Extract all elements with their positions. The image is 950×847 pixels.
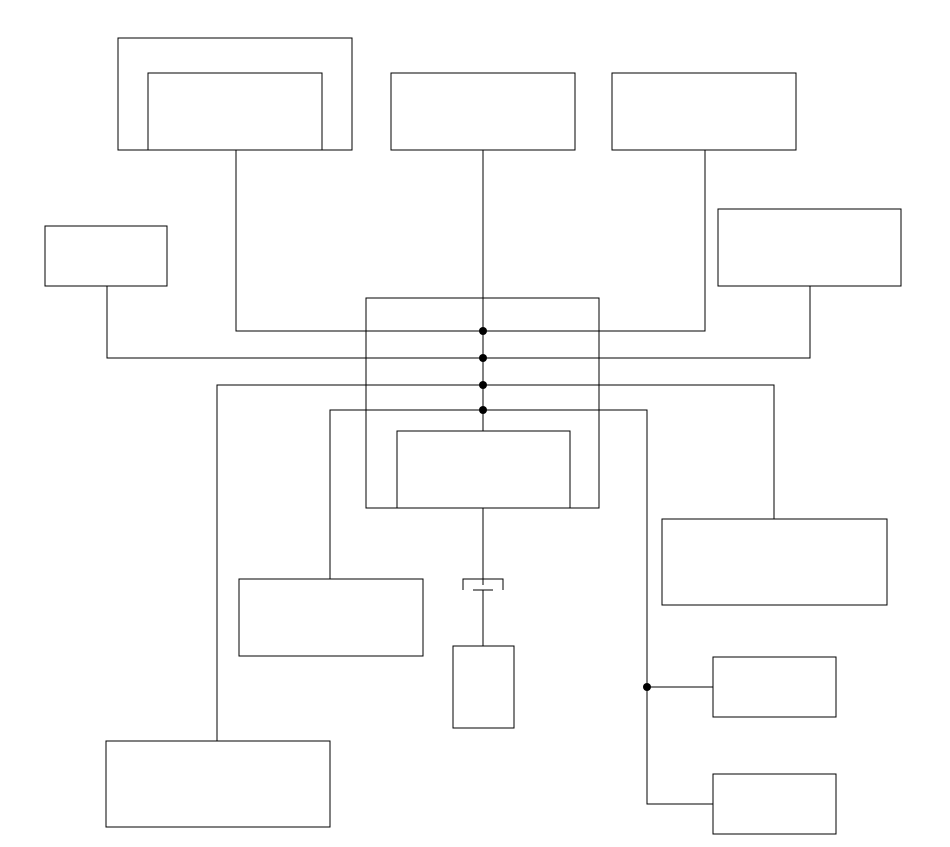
junction-node-1 (479, 327, 487, 335)
connector-bracket (462, 578, 504, 590)
bus-wire-2 (106, 286, 811, 359)
right-lower-block-1 (712, 656, 837, 718)
junction-node-2 (479, 354, 487, 362)
central-hub-inner-module (396, 430, 571, 509)
bottom-left-block (105, 740, 331, 828)
junction-node-5 (643, 683, 651, 691)
lower-center-left-block (238, 578, 424, 657)
bus-wire-1 (235, 150, 706, 332)
top-left-inner-block (147, 72, 323, 151)
top-center-block (390, 72, 576, 151)
top-right-block (611, 72, 797, 151)
right-middle-block (661, 518, 888, 606)
bottom-device-block (452, 645, 515, 729)
junction-node-4 (479, 406, 487, 414)
bus-wire-4 (329, 409, 713, 805)
right-lower-block-2 (712, 773, 837, 835)
bus-wire-3 (216, 384, 775, 741)
junction-node-3 (479, 381, 487, 389)
left-small-block (44, 225, 168, 287)
right-upper-block (717, 208, 902, 287)
